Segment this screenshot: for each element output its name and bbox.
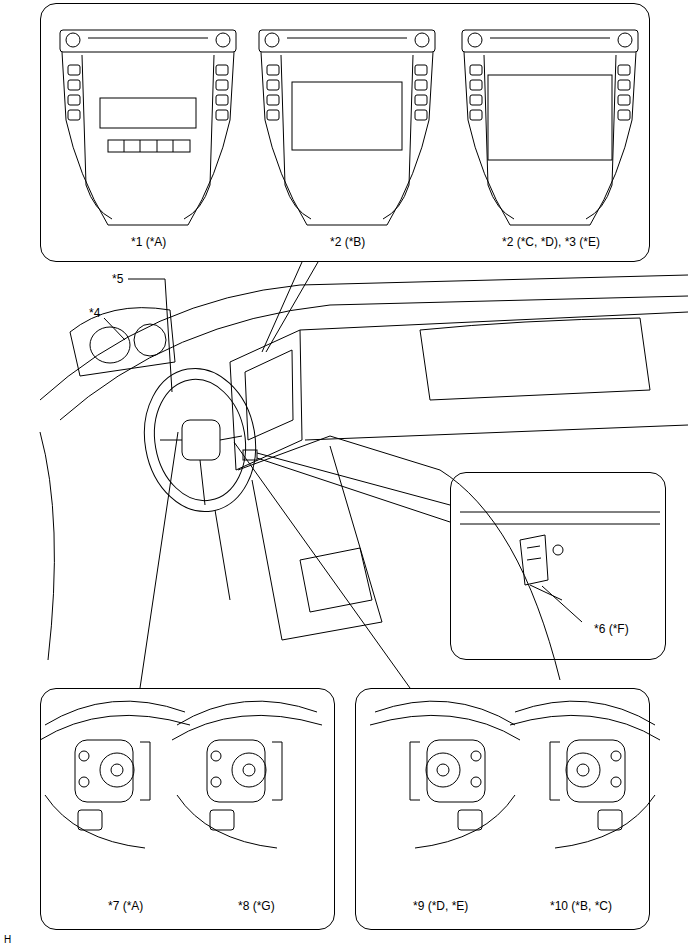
callout-number: *2 (*C, *D), *3 (*E) [502,235,600,249]
callout-number: *9 (*D, *E) [413,899,468,913]
callout-panel: *9 (*D, *E) *10 (*B, *C) [355,688,650,930]
callout-number: *4 [89,306,100,320]
callout-number: *1 (*A) [131,235,166,249]
callout-number: *10 (*B, *C) [550,899,612,913]
callout-number: *5 [112,272,123,286]
callout-number: *2 (*B) [330,235,365,249]
callout-number: *8 (*G) [238,899,275,913]
callout-panel: *6 (*F) [450,472,666,660]
callout-panel: *1 (*A) *2 (*B) *2 (*C, *D), *3 (*E) [40,3,650,262]
callout-number: *6 (*F) [594,622,629,636]
callout-panel: *7 (*A) *8 (*G) [40,688,335,930]
figure-code: H [4,933,11,947]
callout-number: *7 (*A) [108,899,143,913]
